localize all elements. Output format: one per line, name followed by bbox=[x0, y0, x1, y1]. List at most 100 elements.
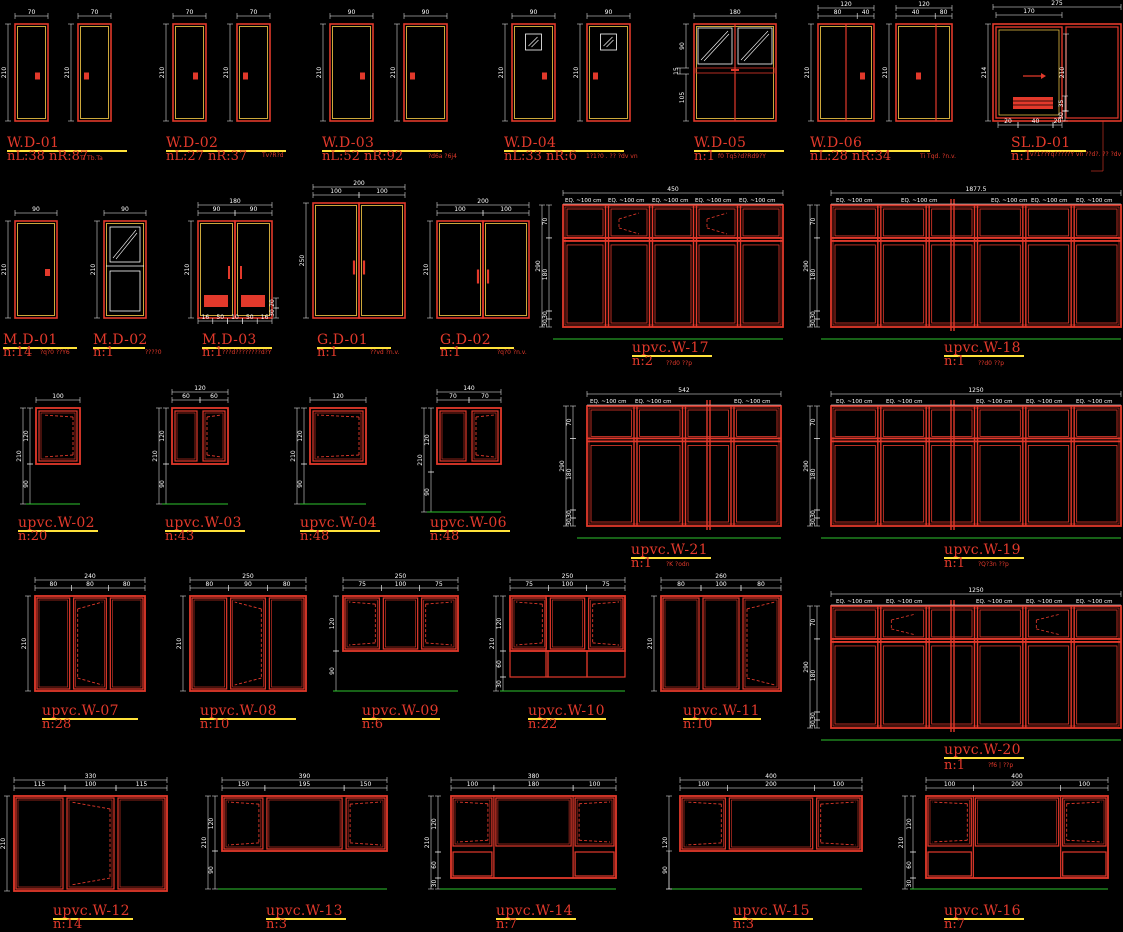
frame-line bbox=[436, 407, 502, 465]
frame-line bbox=[742, 208, 780, 237]
frame-line bbox=[830, 605, 1122, 729]
label-underline bbox=[53, 918, 133, 920]
frame-line bbox=[882, 444, 925, 523]
item-label: upvc.W-16 bbox=[944, 904, 1024, 920]
line bbox=[746, 601, 776, 610]
dimension-text: EQ. ~100 cm bbox=[590, 399, 627, 405]
frame-line bbox=[109, 226, 141, 263]
kick-panel-icon bbox=[204, 295, 228, 307]
line bbox=[603, 36, 613, 47]
line bbox=[700, 30, 729, 61]
frame-line bbox=[589, 26, 628, 119]
label-underline bbox=[496, 918, 576, 920]
line bbox=[746, 677, 776, 686]
dimension-text: 70 bbox=[481, 393, 489, 400]
frame-line bbox=[979, 444, 1021, 523]
dimension-text: 120 bbox=[431, 818, 438, 830]
dimension-text: 290 bbox=[803, 661, 810, 673]
frame-line bbox=[200, 223, 233, 316]
item-label: upvc.W-19 bbox=[944, 543, 1024, 559]
frame-line bbox=[223, 797, 264, 850]
label-underline bbox=[632, 355, 712, 357]
dimension-text: EQ. ~100 cm bbox=[652, 198, 689, 204]
line bbox=[348, 642, 376, 646]
dimension-text: 75 bbox=[358, 581, 366, 588]
item-label-text: W.D-06 bbox=[810, 135, 863, 151]
frame-line bbox=[832, 607, 1120, 727]
item-count: nL:27 nR:37 bbox=[166, 149, 248, 164]
item-label: G.D-01 bbox=[317, 332, 391, 349]
frame-line bbox=[314, 412, 362, 460]
frame-line bbox=[882, 208, 925, 237]
item-count: n:2 bbox=[632, 354, 654, 369]
frame-line bbox=[403, 23, 448, 122]
dimension-text: 210 bbox=[498, 67, 505, 79]
frame-line bbox=[176, 412, 196, 460]
frame-line bbox=[34, 595, 146, 692]
dimension-text: EQ. ~100 cm bbox=[976, 599, 1013, 605]
item-label: M.D-02 bbox=[93, 333, 148, 349]
dimension-text: 90 bbox=[348, 9, 356, 16]
frame-line bbox=[73, 597, 107, 690]
item-note: ????0 bbox=[145, 349, 162, 356]
dimension-text: 30 bbox=[269, 309, 276, 317]
frame-line bbox=[927, 797, 972, 847]
frame-line bbox=[312, 202, 360, 319]
item-count: n:1 bbox=[944, 556, 966, 571]
dimension-text: 90 bbox=[250, 206, 258, 213]
frame-line bbox=[1076, 409, 1118, 437]
line bbox=[115, 232, 138, 260]
frame-line bbox=[1065, 26, 1119, 119]
frame-line bbox=[588, 597, 624, 650]
line bbox=[891, 613, 916, 621]
item-count: n:1 bbox=[631, 556, 653, 571]
dimension-text: 90 bbox=[121, 206, 129, 213]
frame-line bbox=[697, 27, 733, 65]
item-count: n:14 bbox=[3, 345, 33, 360]
frame-line bbox=[345, 797, 386, 850]
item-label: W.D-02 bbox=[166, 136, 286, 152]
line bbox=[706, 227, 728, 235]
frame-line bbox=[695, 67, 775, 74]
item-count: n:7 bbox=[944, 917, 966, 932]
frame-line bbox=[664, 599, 698, 688]
dimension-text: 15 bbox=[673, 67, 680, 75]
item-note: ???d????????d?Y bbox=[222, 349, 272, 356]
frame-line bbox=[454, 799, 491, 845]
dimension-text: 210 bbox=[882, 67, 889, 79]
dimension-text: 16 bbox=[202, 314, 210, 321]
line bbox=[234, 677, 262, 686]
item-note: ?d6a ?6j4 bbox=[428, 153, 457, 160]
label-underline bbox=[362, 718, 440, 720]
dimension-text: 542 bbox=[678, 387, 690, 394]
line bbox=[77, 677, 103, 686]
dimension-text: 80 bbox=[50, 581, 58, 588]
line bbox=[515, 642, 543, 646]
frame-line bbox=[639, 409, 681, 437]
dimension-text: 16 bbox=[261, 314, 269, 321]
frame-line bbox=[441, 412, 465, 460]
frame-line bbox=[818, 799, 859, 848]
frame-line bbox=[439, 410, 467, 462]
dimension-text: 90 bbox=[662, 866, 669, 874]
dimension-text: 30 bbox=[566, 518, 573, 526]
frame-line bbox=[687, 409, 729, 437]
frame-line bbox=[423, 599, 455, 648]
item-count: n:48 bbox=[300, 529, 330, 544]
frame-line bbox=[1076, 244, 1118, 324]
frame-line bbox=[586, 405, 782, 527]
line bbox=[579, 839, 611, 843]
item-count: n:3 bbox=[733, 917, 755, 932]
dimension-text: 180 bbox=[528, 781, 540, 788]
item-note: ?q?0 ?n.v. bbox=[497, 349, 527, 356]
item-label-text: G.D-01 bbox=[317, 332, 368, 348]
frame-line bbox=[513, 599, 545, 648]
item-count: nL:52 nR:92 bbox=[322, 149, 404, 164]
frame-line bbox=[731, 799, 811, 848]
line bbox=[592, 601, 620, 605]
